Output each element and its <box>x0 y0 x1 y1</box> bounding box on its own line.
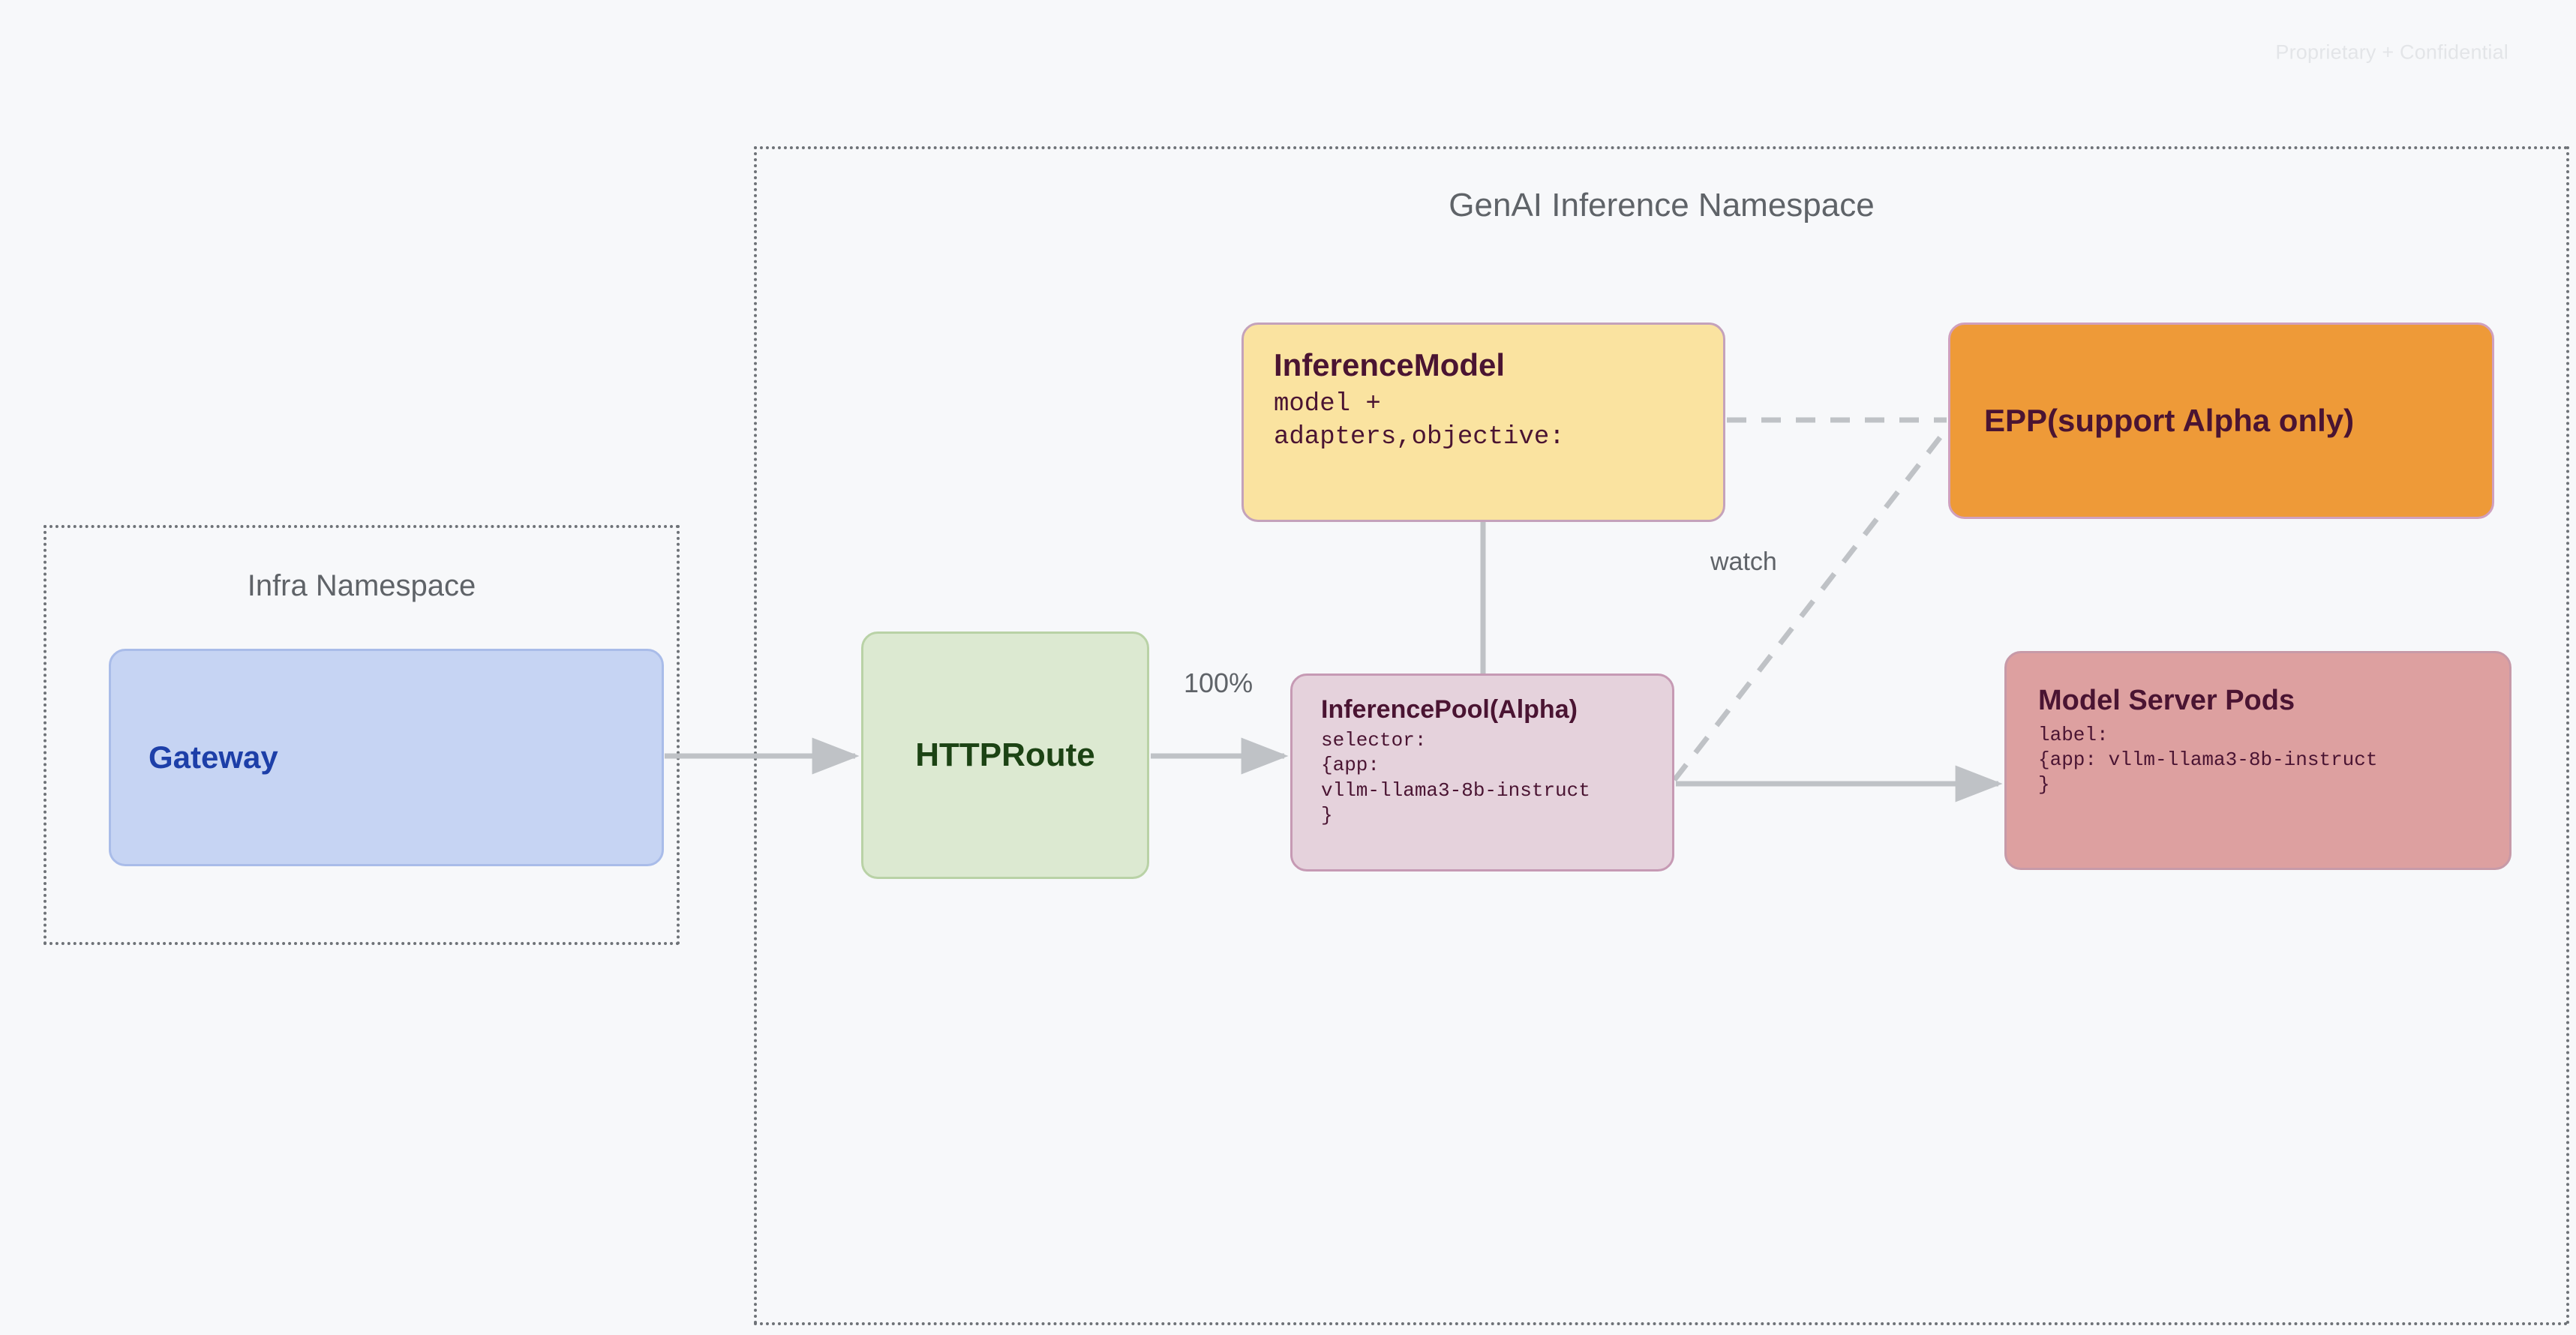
node-epp[interactable]: EPP(support Alpha only) <box>1948 322 2494 519</box>
inference-pool-selector: selector: {app: vllm-llama3-8b-instruct … <box>1321 729 1590 826</box>
node-httproute[interactable]: HTTPRoute <box>861 632 1149 879</box>
inference-model-title: InferenceModel <box>1274 347 1506 382</box>
httproute-title: HTTPRoute <box>915 736 1095 774</box>
model-server-pods-title: Model Server Pods <box>2038 685 2295 716</box>
inference-model-spec: model + adapters,objective: <box>1274 390 1565 452</box>
edge-label-traffic-weight: 100% <box>1184 668 1253 698</box>
confidentiality-watermark: Proprietary + Confidential <box>2275 40 2508 64</box>
edge-label-watch: watch <box>1710 548 1777 576</box>
node-inference-pool[interactable]: InferencePool(Alpha) selector: {app: vll… <box>1290 674 1674 872</box>
gateway-title: Gateway <box>149 740 278 776</box>
infra-namespace-title: Infra Namespace <box>247 569 476 602</box>
inference-pool-title: InferencePool(Alpha) <box>1321 695 1578 724</box>
model-server-pods-label: label: {app: vllm-llama3-8b-instruct } <box>2038 723 2378 796</box>
node-gateway[interactable]: Gateway <box>109 649 664 866</box>
node-inference-model[interactable]: InferenceModel model + adapters,objectiv… <box>1241 322 1725 522</box>
node-model-server-pods[interactable]: Model Server Pods label: {app: vllm-llam… <box>2004 651 2511 870</box>
infra-namespace-container: Infra Namespace <box>44 525 680 945</box>
genai-inference-namespace-title: GenAI Inference Namespace <box>1449 187 1875 224</box>
genai-inference-namespace-container: GenAI Inference Namespace <box>754 146 2569 1325</box>
epp-title: EPP(support Alpha only) <box>1984 403 2355 439</box>
